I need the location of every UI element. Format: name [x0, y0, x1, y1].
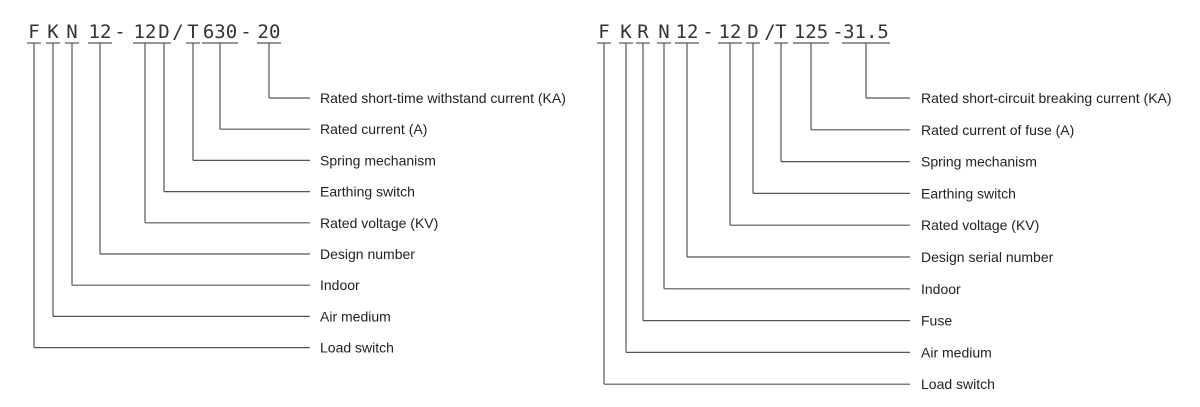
part-description: Earthing switch — [320, 184, 415, 200]
code-part: 630 — [203, 21, 237, 43]
part-description: Load switch — [320, 340, 394, 356]
code-part: T — [187, 21, 198, 43]
part-description: Rated current of fuse (A) — [921, 122, 1074, 138]
code-part: 12 — [89, 21, 112, 43]
part-description: Indoor — [320, 277, 360, 293]
part-description: Design number — [320, 246, 415, 262]
code-part: 12 — [134, 21, 157, 43]
code-part: / — [172, 21, 183, 43]
code-part: R — [637, 21, 649, 43]
part-description: Rated voltage (KV) — [320, 215, 438, 231]
code-part: K — [47, 21, 59, 43]
part-description: Air medium — [921, 344, 992, 360]
part-description: Rated short-circuit breaking current (KA… — [921, 90, 1172, 106]
code-part: 125 — [794, 21, 828, 43]
part-description: Rated short-time withstand current (KA) — [320, 90, 566, 106]
part-description: Spring mechanism — [921, 154, 1037, 170]
code-part: K — [620, 21, 632, 43]
code-part: - — [832, 21, 843, 43]
code-part: F — [28, 21, 39, 43]
part-description: Rated voltage (KV) — [921, 217, 1039, 233]
code-part: 12 — [719, 21, 742, 43]
code-part: - — [114, 21, 125, 43]
part-description: Design serial number — [921, 249, 1054, 265]
part-description: Earthing switch — [921, 185, 1016, 201]
part-description: Spring mechanism — [320, 152, 436, 168]
code-part: D — [158, 21, 169, 43]
code-part: N — [658, 21, 669, 43]
code-part: / — [764, 21, 775, 43]
code-part: - — [240, 21, 251, 43]
part-description: Rated current (A) — [320, 121, 427, 137]
code-part: F — [598, 21, 609, 43]
part-description: Load switch — [921, 376, 995, 392]
part-description: Indoor — [921, 281, 961, 297]
code-part: 12 — [676, 21, 699, 43]
code-part: 20 — [258, 21, 281, 43]
code-part: T — [775, 21, 786, 43]
part-description: Fuse — [921, 313, 952, 329]
part-description: Air medium — [320, 308, 391, 324]
code-part: - — [702, 21, 713, 43]
code-part: N — [66, 21, 77, 43]
code-part: D — [747, 21, 758, 43]
code-part: 31.5 — [843, 21, 889, 43]
